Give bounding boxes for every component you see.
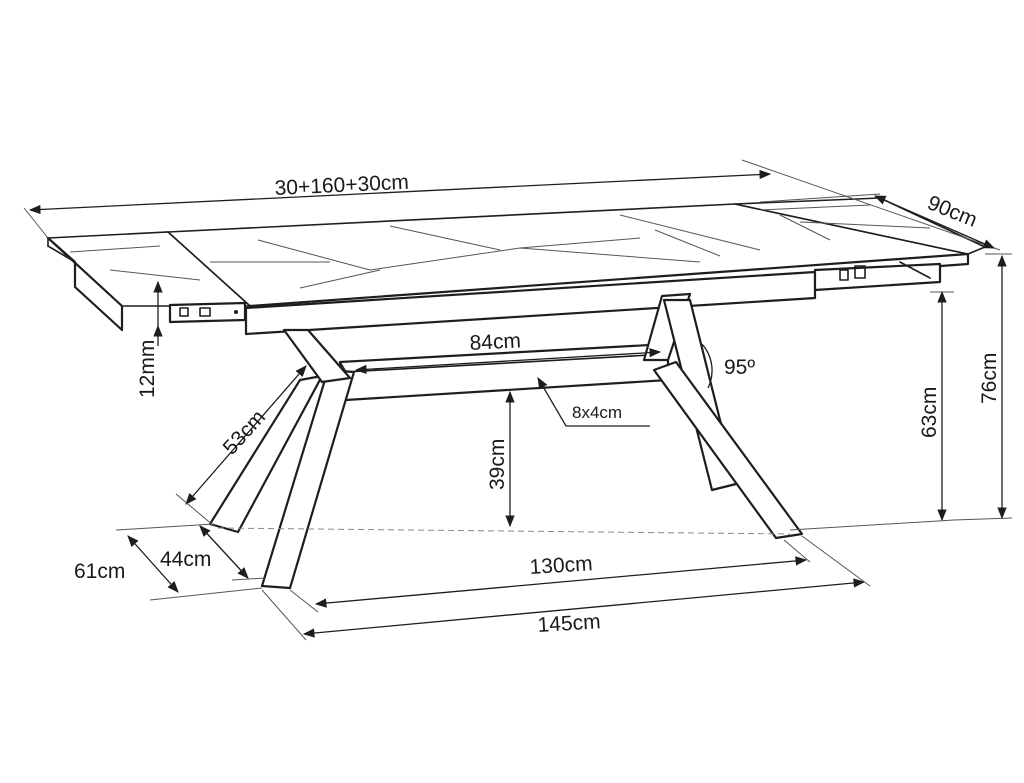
label-total-length: 30+160+30cm xyxy=(274,171,409,200)
label-leg-angle: 95º xyxy=(724,356,755,379)
label-beam-clearance: 39cm xyxy=(486,439,509,490)
label-frame-height: 63cm xyxy=(918,387,941,438)
label-top-thickness: 12mm xyxy=(136,340,159,398)
left-upper-arm xyxy=(282,328,352,384)
label-base-span: 145cm xyxy=(537,610,601,637)
label-total-height: 76cm xyxy=(978,353,1001,404)
marble-veins xyxy=(210,214,831,289)
label-inner-depth: 44cm xyxy=(160,548,211,571)
left-rail-bracket xyxy=(168,301,247,324)
label-beam-profile: 8x4cm xyxy=(572,403,622,422)
dimension-lines xyxy=(23,159,1013,641)
label-base-depth: 61cm xyxy=(74,560,125,583)
floor-guide xyxy=(217,527,791,535)
left-leaf-edge xyxy=(46,236,124,332)
table-top xyxy=(46,197,987,336)
dimension-labels: 30+160+30cm 90cm 12mm 84cm 95º 8x4cm 53c… xyxy=(74,171,1001,637)
label-beam-length: 84cm xyxy=(469,329,521,355)
right-front-leg xyxy=(652,360,804,540)
frame-apron xyxy=(244,270,817,336)
label-inner-span: 130cm xyxy=(529,552,593,579)
